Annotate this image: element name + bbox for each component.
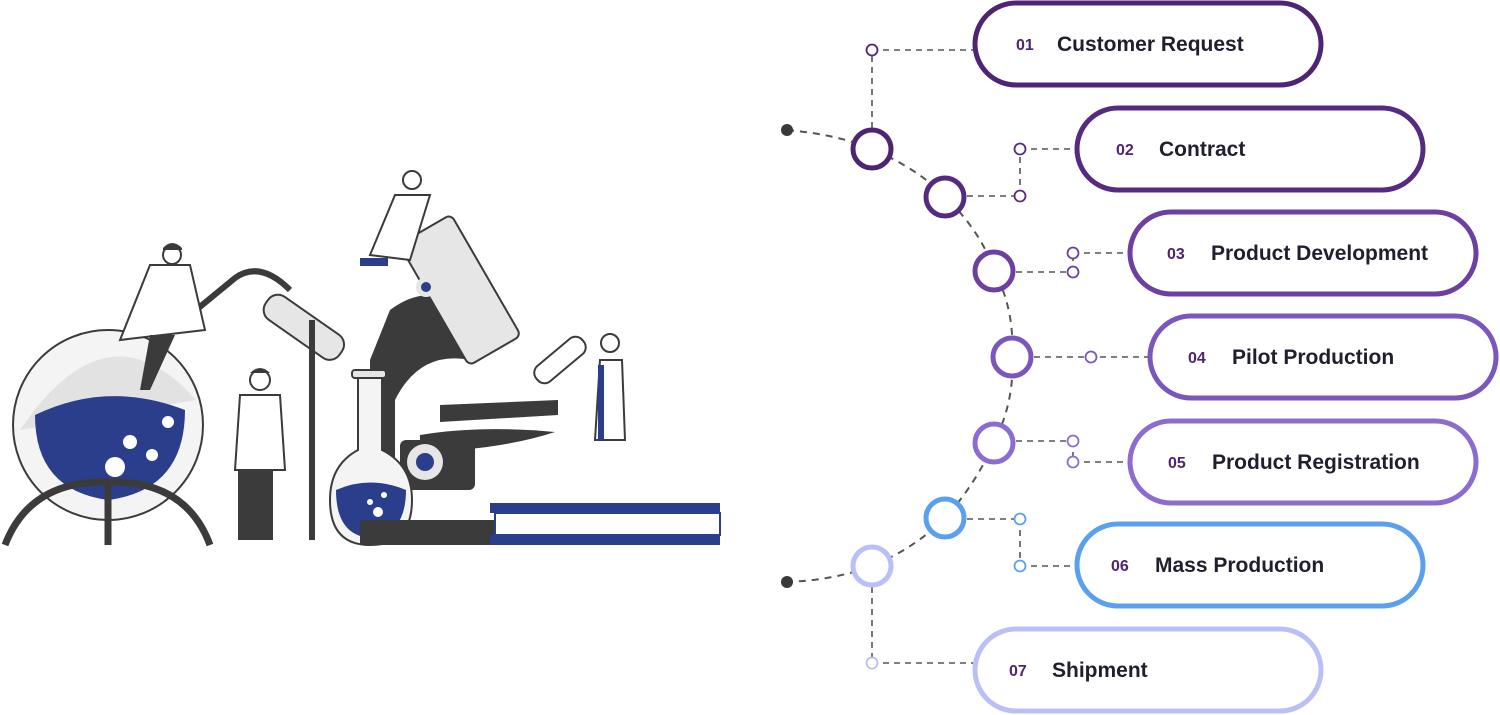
step-label: Product Registration: [1212, 451, 1420, 474]
step-number: 06: [1111, 558, 1129, 575]
timeline-nodes: [850, 127, 1034, 588]
timeline-node-06: [923, 496, 967, 540]
step-number: 04: [1188, 350, 1206, 367]
connector-dots: [865, 43, 1098, 670]
step-01-pill[interactable]: 01 Customer Request: [972, 0, 1324, 88]
scientist-climbing-icon: [360, 170, 432, 266]
lab-scientists-illustration: [1, 170, 721, 547]
step-label: Contract: [1159, 138, 1245, 161]
step-number: 03: [1167, 246, 1185, 263]
timeline-node-04: [990, 335, 1034, 379]
step-number: 07: [1009, 663, 1027, 680]
process-timeline-arc: [786, 129, 1014, 583]
round-flask-icon: [1, 329, 214, 547]
step-number: 05: [1168, 455, 1186, 472]
timeline-node-01: [850, 127, 894, 171]
step-07-pill[interactable]: 07 Shipment: [972, 626, 1324, 714]
books-icon: [490, 503, 721, 545]
microscope-icon: [370, 215, 558, 490]
step-02-pill[interactable]: 02 Contract: [1074, 105, 1426, 193]
step-label: Shipment: [1052, 659, 1148, 682]
scientist-sitting-icon: [118, 243, 207, 390]
timeline-end-dot: [781, 576, 793, 588]
step-06-pill[interactable]: 06 Mass Production: [1074, 521, 1426, 609]
timeline-start-dot: [781, 124, 793, 136]
timeline-node-07: [850, 544, 894, 588]
test-tube-icon: [262, 293, 346, 361]
step-label: Product Development: [1211, 242, 1428, 265]
scientist-standing-icon: [233, 368, 287, 540]
step-04-pill[interactable]: 04 Pilot Production: [1147, 313, 1499, 401]
step-03-pill[interactable]: 03 Product Development: [1127, 209, 1479, 297]
step-label: Customer Request: [1057, 33, 1244, 56]
process-flow-diagram: 01 Customer Request 02 Contract 03 Produ…: [781, 0, 1499, 714]
conical-flask-icon: [328, 369, 414, 547]
step-number: 02: [1116, 142, 1134, 159]
timeline-node-05: [972, 421, 1016, 465]
step-label: Pilot Production: [1232, 346, 1394, 369]
step-05-pill[interactable]: 05 Product Registration: [1127, 418, 1479, 506]
step-label: Mass Production: [1155, 554, 1324, 577]
step-number: 01: [1016, 37, 1034, 54]
timeline-node-02: [923, 175, 967, 219]
scientist-observing-icon: [533, 333, 627, 441]
timeline-node-03: [972, 249, 1016, 293]
tube-icon: [188, 268, 293, 318]
